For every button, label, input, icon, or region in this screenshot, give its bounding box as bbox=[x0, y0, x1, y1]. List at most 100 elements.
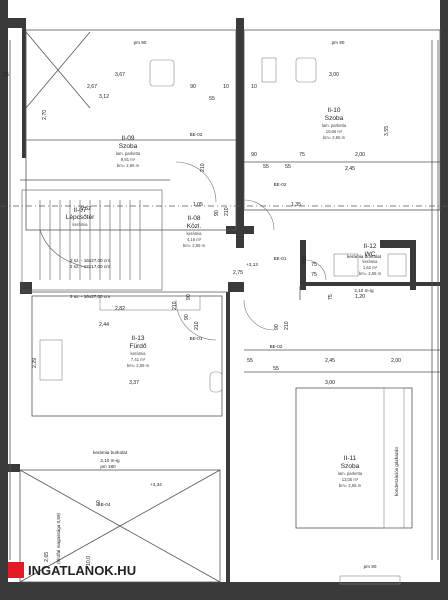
stair-note: 2 sz. - 16x27,00 cm bbox=[70, 294, 110, 299]
room-II-10: II-10 Szoba lam. parketta 10,66 m² bm= 2… bbox=[322, 107, 347, 140]
tile-height: 2,10 m-ig bbox=[354, 288, 374, 293]
dimension: 210 bbox=[200, 163, 206, 172]
stair-note: 2 sz. - 17x17,00 cm bbox=[70, 264, 110, 269]
room-id: II-12 bbox=[363, 243, 376, 250]
dimension: 55 bbox=[285, 164, 291, 170]
room-id: II-09 bbox=[121, 135, 134, 142]
room-height: bm= 2,65 m bbox=[127, 363, 150, 368]
room-II-13: II-13 Fürdő kerámia 7,41 m² bm= 2,65 m bbox=[127, 335, 150, 368]
dimension: 1,35 bbox=[291, 202, 301, 208]
window-label: pm 180 bbox=[100, 464, 116, 469]
room-floor: lam. parketta bbox=[116, 151, 141, 156]
room-area: 7,41 m² bbox=[131, 357, 146, 362]
dimension: 55 bbox=[209, 96, 215, 102]
dimension: 210 bbox=[172, 301, 178, 310]
dimension: 90 bbox=[186, 294, 192, 300]
room-area: 4,16 m² bbox=[187, 237, 202, 242]
dimension: 210 bbox=[194, 321, 200, 330]
dimension: 2,29 bbox=[32, 358, 38, 368]
dimension: 55 bbox=[247, 358, 253, 364]
dimension: 3,67 bbox=[115, 72, 125, 78]
dimension: 2,75 bbox=[233, 270, 243, 276]
room-height: bm= 2,65 m bbox=[339, 483, 362, 488]
dimension: 2,45 bbox=[325, 358, 335, 364]
room-floor: kerámia bbox=[187, 231, 203, 236]
dimension: 3,00 bbox=[329, 72, 339, 78]
dimension: 1,05 bbox=[193, 202, 203, 208]
dimension: 60 bbox=[96, 500, 102, 506]
dimensions: 3,67 2,67 3,12 90 10 55 3,00 2,70 3,55 1… bbox=[3, 72, 401, 566]
dimension: 2,52 bbox=[81, 206, 91, 212]
tile-height: 2,10 m-ig bbox=[100, 458, 120, 463]
room-name: Lépcsőtér bbox=[66, 214, 95, 221]
dimension: 210 bbox=[284, 321, 290, 330]
stair-note: 2 sz. - 16x27,00 cm bbox=[70, 258, 110, 263]
watermark: INGATLANOK.HU bbox=[8, 562, 136, 578]
door-code: BE-02 bbox=[274, 182, 287, 187]
dimension: 90 bbox=[190, 84, 196, 90]
dimension: 2,70 bbox=[42, 110, 48, 120]
dimension: 90 bbox=[184, 314, 190, 320]
dimension: 2,82 bbox=[115, 306, 125, 312]
dimension: 3,00 bbox=[325, 380, 335, 386]
dimension: 3,55 bbox=[384, 126, 390, 136]
room-height: bm= 2,65 m bbox=[117, 163, 140, 168]
room-floor: lam. parketta bbox=[338, 471, 363, 476]
room-II-11: II-11 Szoba lam. parketta 13,05 m² bm= 2… bbox=[338, 455, 363, 488]
dimension: 2,00 bbox=[355, 152, 365, 158]
kneewall-note: (térdfal magassága 0,89) bbox=[56, 512, 61, 564]
room-II-09: II-09 Szoba lam. parketta 9,91 m² bm= 2,… bbox=[116, 135, 141, 168]
dimension: 90 bbox=[274, 324, 280, 330]
boiler-label: kondenzációs gázkazán bbox=[394, 447, 399, 496]
room-name: Szoba bbox=[325, 115, 344, 122]
dimension: 75 bbox=[299, 152, 305, 158]
dimension: 55 bbox=[263, 164, 269, 170]
door-swings bbox=[175, 161, 327, 341]
room-floor: lam. parketta bbox=[322, 123, 347, 128]
window-label: pm 90 bbox=[134, 40, 147, 45]
room-area: 9,91 m² bbox=[121, 157, 136, 162]
dimension: 1,20 bbox=[355, 294, 365, 300]
tile-note: kerámia burkolat bbox=[93, 450, 128, 455]
door-code: BE-02 bbox=[190, 132, 203, 137]
dimension: 2,65 bbox=[44, 552, 50, 562]
level-mark: +3,13 bbox=[246, 262, 258, 267]
annotations: pm 90 pm 90 pm 90 pm 180 BE-02 BE-02 BE-… bbox=[56, 40, 399, 569]
dimension: 10 bbox=[223, 84, 229, 90]
staircase bbox=[21, 189, 163, 291]
room-floor: kerámia bbox=[73, 222, 89, 227]
room-id: II-13 bbox=[131, 335, 144, 342]
dimension: 3,37 bbox=[129, 380, 139, 386]
room-area: 13,05 m² bbox=[342, 477, 359, 482]
room-area: 10,66 m² bbox=[326, 129, 343, 134]
level-mark: +3,34 bbox=[150, 482, 162, 487]
room-id: II-11 bbox=[344, 455, 357, 462]
watermark-text: INGATLANOK.HU bbox=[28, 563, 136, 578]
dimension: 75 bbox=[328, 294, 334, 300]
room-II-12: II-12 WC kerámia 1,62 m² bm= 2,65 m bbox=[359, 243, 382, 276]
room-II-07: II-07 Lépcsőtér kerámia bbox=[66, 207, 95, 227]
dimension: 10 bbox=[251, 84, 257, 90]
partition-lines bbox=[0, 29, 448, 583]
door-code: BE-01 bbox=[190, 336, 203, 341]
room-height: bm= 2,65 m bbox=[323, 135, 346, 140]
dimension: 90 bbox=[251, 152, 257, 158]
room-floor: kerámia bbox=[131, 351, 147, 356]
dimension: 2,00 bbox=[391, 358, 401, 364]
door-code: BE-01 bbox=[274, 256, 287, 261]
window-label: pm 90 bbox=[364, 564, 377, 569]
tile-note: kerámia burkolat bbox=[347, 254, 382, 259]
room-name: WC bbox=[365, 251, 376, 258]
room-area: 1,62 m² bbox=[363, 265, 378, 270]
dimension: 2,45 bbox=[345, 166, 355, 172]
dimension: 75 bbox=[311, 262, 317, 268]
room-name: Szoba bbox=[119, 143, 138, 150]
dimension: 25 bbox=[3, 72, 9, 78]
room-id: II-07 bbox=[73, 207, 86, 214]
dimension: 3,12 bbox=[99, 94, 109, 100]
watermark-logo-icon bbox=[8, 562, 24, 578]
room-id: II-10 bbox=[327, 107, 340, 114]
room-II-08: II-08 Közl. kerámia 4,16 m² bm= 2,65 m bbox=[183, 215, 206, 248]
